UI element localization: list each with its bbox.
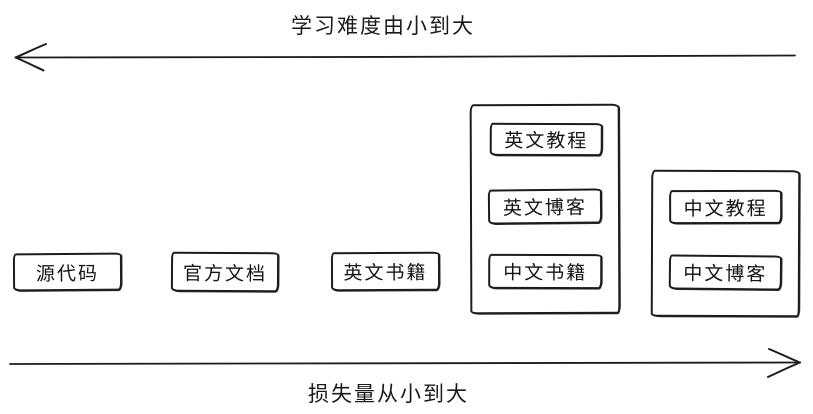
difficulty-axis-label: 学习难度由小到大 <box>291 15 475 38</box>
group-english-tutorial-blog-cn-books: 英文教程 英文博客 中文书籍 <box>469 103 621 315</box>
group-chinese-tutorial-blog: 中文教程 中文博客 <box>650 169 801 318</box>
node-english-tutorials: 英文教程 <box>489 122 603 157</box>
node-source-code: 源代码 <box>12 252 123 292</box>
loss-axis-arrow-right-icon <box>9 348 801 378</box>
node-official-docs: 官方文档 <box>170 251 280 293</box>
node-chinese-blogs: 中文博客 <box>668 254 783 291</box>
node-english-blogs: 英文博客 <box>487 188 603 225</box>
difficulty-axis-arrow-left-icon <box>14 43 796 72</box>
node-chinese-tutorials: 中文教程 <box>669 189 783 225</box>
loss-axis-label: 损失量从小到大 <box>308 383 469 406</box>
node-english-books: 英文书籍 <box>330 251 441 292</box>
node-chinese-books: 中文书籍 <box>488 253 603 290</box>
